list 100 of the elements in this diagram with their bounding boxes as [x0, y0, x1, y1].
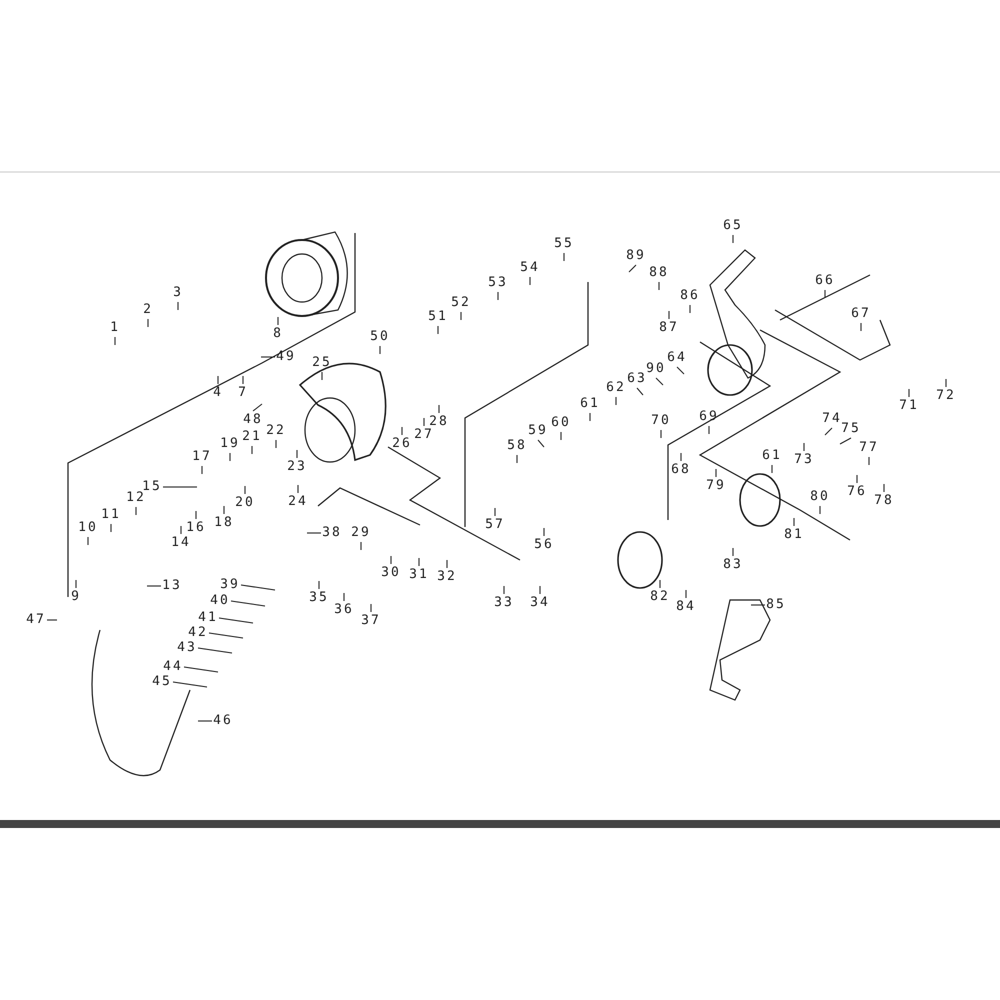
- leader-line: [360, 542, 362, 550]
- callout-number: 22: [266, 424, 286, 438]
- callout-number: 17: [192, 450, 212, 464]
- leader-line: [732, 234, 734, 244]
- callout-number: 63: [627, 372, 647, 386]
- callout-number: 90: [646, 362, 666, 376]
- callout-number: 1: [110, 321, 120, 335]
- leader-line: [750, 604, 766, 606]
- leader-line: [306, 532, 322, 534]
- leader-line: [656, 378, 664, 386]
- leader-line: [908, 388, 910, 398]
- callout-number: 44: [163, 660, 183, 674]
- callout-number: 27: [414, 428, 434, 442]
- callout-number: 37: [361, 614, 381, 628]
- callout-number: 36: [334, 603, 354, 617]
- callout-number: 31: [409, 568, 429, 582]
- callout-number: 15: [142, 480, 162, 494]
- leader-line: [732, 548, 734, 556]
- leader-line: [244, 486, 246, 494]
- leader-line: [110, 524, 112, 532]
- callout-number: 59: [528, 424, 548, 438]
- leader-line: [840, 438, 852, 444]
- callout-number: 9: [71, 590, 81, 604]
- leader-line: [390, 556, 392, 564]
- leader-line: [240, 584, 276, 590]
- callout-number: 72: [936, 389, 956, 403]
- callout-number: 47: [26, 613, 46, 627]
- callout-number: 53: [488, 276, 508, 290]
- leader-line: [660, 430, 662, 438]
- callout-number: 39: [220, 578, 240, 592]
- leader-line: [230, 600, 266, 606]
- callout-number: 76: [847, 485, 867, 499]
- leader-line: [628, 264, 636, 272]
- callout-number: 85: [766, 598, 786, 612]
- leader-line: [868, 456, 870, 466]
- callout-number: 3: [173, 286, 183, 300]
- callout-number: 74: [822, 412, 842, 426]
- callout-number: 61: [580, 397, 600, 411]
- leader-line: [252, 404, 262, 412]
- callout-number: 19: [220, 437, 240, 451]
- leader-line: [516, 454, 518, 464]
- callout-number: 83: [723, 558, 743, 572]
- leader-line: [242, 376, 244, 384]
- callout-number: 30: [381, 566, 401, 580]
- leader-line: [668, 310, 670, 320]
- callout-number: 55: [554, 237, 574, 251]
- leader-line: [260, 356, 276, 358]
- leader-line: [198, 648, 232, 654]
- callout-number: 10: [78, 521, 98, 535]
- callout-number: 33: [494, 596, 514, 610]
- leader-line: [370, 604, 372, 612]
- callout-number: 21: [242, 430, 262, 444]
- leader-line: [184, 666, 218, 672]
- callout-number: 68: [671, 463, 691, 477]
- callout-number: 57: [485, 518, 505, 532]
- leader-line: [438, 404, 440, 414]
- leader-line: [218, 618, 254, 624]
- callout-number: 12: [126, 491, 146, 505]
- callout-number: 82: [650, 590, 670, 604]
- leader-line: [162, 486, 198, 488]
- callout-number: 71: [899, 399, 919, 413]
- callout-number: 16: [186, 521, 206, 535]
- callout-number: 25: [312, 356, 332, 370]
- callout-number: 89: [626, 249, 646, 263]
- callout-number: 58: [507, 439, 527, 453]
- leader-line: [198, 720, 212, 722]
- leader-line: [418, 558, 420, 566]
- callout-number: 49: [276, 350, 296, 364]
- callout-number: 41: [198, 611, 218, 625]
- callout-number: 70: [651, 414, 671, 428]
- leader-line: [824, 290, 826, 298]
- callout-number: 69: [699, 410, 719, 424]
- callout-number: 26: [392, 437, 412, 451]
- callout-number: 32: [437, 570, 457, 584]
- leader-line: [636, 388, 644, 396]
- callout-number: 46: [213, 714, 233, 728]
- callout-number: 40: [210, 594, 230, 608]
- leader-line: [856, 474, 858, 484]
- leader-line: [494, 508, 496, 516]
- leader-line: [460, 312, 462, 320]
- callout-number: 18: [214, 516, 234, 530]
- callout-number: 64: [667, 351, 687, 365]
- leader-line: [180, 526, 182, 534]
- callout-number: 13: [162, 579, 182, 593]
- callout-number: 35: [309, 591, 329, 605]
- leader-line: [538, 440, 544, 448]
- callout-number: 43: [177, 641, 197, 655]
- callout-number: 29: [351, 526, 371, 540]
- callout-number: 61: [762, 449, 782, 463]
- callout-number: 48: [243, 413, 263, 427]
- callout-number: 11: [101, 508, 121, 522]
- callout-number: 66: [815, 274, 835, 288]
- callout-number: 23: [287, 460, 307, 474]
- callout-number: 50: [370, 330, 390, 344]
- callout-number: 81: [784, 528, 804, 542]
- callout-number: 7: [238, 386, 248, 400]
- callout-number: 34: [530, 596, 550, 610]
- callout-number: 8: [273, 327, 283, 341]
- leader-line: [172, 682, 208, 688]
- callout-number: 14: [171, 536, 191, 550]
